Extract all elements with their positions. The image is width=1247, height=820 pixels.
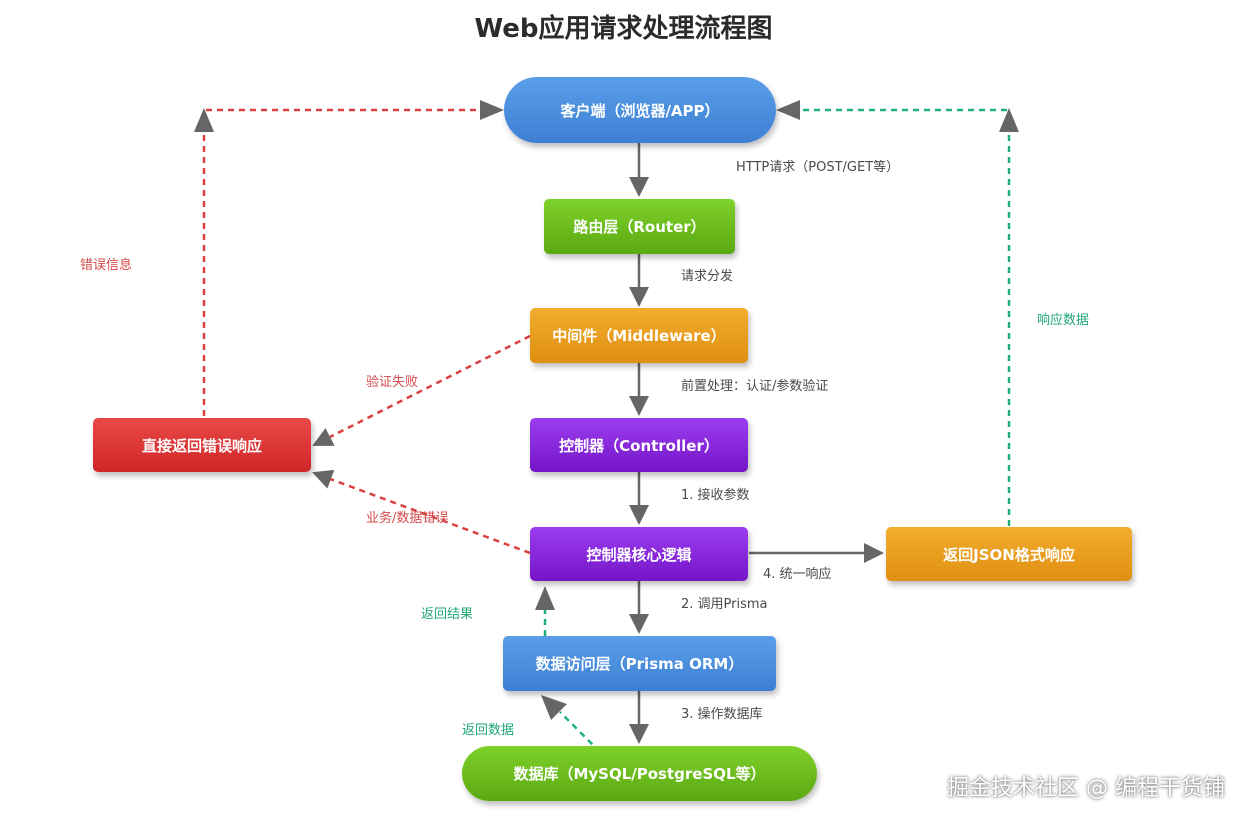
arrow-error-to-client bbox=[202, 108, 500, 416]
arrow-validation-failed bbox=[312, 334, 531, 447]
node-client[interactable]: 客户端（浏览器/APP） bbox=[504, 77, 776, 143]
node-router[interactable]: 路由层（Router） bbox=[544, 199, 735, 254]
label-http-request: HTTP请求（POST/GET等） bbox=[736, 160, 900, 175]
arrow-return-data bbox=[559, 711, 601, 753]
node-core-logic[interactable]: 控制器核心逻辑 bbox=[530, 527, 748, 581]
label-return-result: 返回结果 bbox=[421, 607, 474, 622]
node-data-access[interactable]: 数据访问层（Prisma ORM） bbox=[503, 636, 776, 691]
label-operate-db: 3. 操作数据库 bbox=[681, 707, 763, 722]
label-business-error: 业务/数据错误 bbox=[366, 511, 449, 526]
diagram-title: Web应用请求处理流程图 bbox=[474, 14, 773, 44]
node-database[interactable]: 数据库（MySQL/PostgreSQL等） bbox=[462, 746, 817, 801]
label-error-info: 错误信息 bbox=[80, 258, 133, 273]
arrowhead-error-right bbox=[480, 100, 504, 120]
label-preprocess: 前置处理：认证/参数验证 bbox=[681, 379, 829, 394]
arrowhead-return-data bbox=[541, 695, 567, 720]
arrowhead-error-up bbox=[194, 108, 214, 132]
arrowhead-return-result bbox=[535, 586, 555, 610]
arrowhead-json-left bbox=[776, 100, 800, 120]
arrow-business-error bbox=[312, 469, 531, 555]
label-response-data: 响应数据 bbox=[1037, 313, 1090, 328]
label-call-prisma: 2. 调用Prisma bbox=[681, 597, 768, 612]
label-unified-response: 4. 统一响应 bbox=[763, 567, 832, 582]
label-return-data: 返回数据 bbox=[462, 723, 515, 738]
watermark: 掘金技术社区 @ 编程干货铺 bbox=[947, 776, 1225, 801]
node-error-response[interactable]: 直接返回错误响应 bbox=[93, 418, 311, 472]
node-controller[interactable]: 控制器（Controller） bbox=[530, 418, 748, 472]
label-validation-failed: 验证失败 bbox=[366, 375, 419, 390]
arrowhead-json-up bbox=[999, 108, 1019, 132]
label-receive-params: 1. 接收参数 bbox=[681, 488, 750, 503]
node-json-response[interactable]: 返回JSON格式响应 bbox=[886, 527, 1132, 581]
label-dispatch: 请求分发 bbox=[681, 269, 734, 284]
node-middleware[interactable]: 中间件（Middleware） bbox=[530, 308, 748, 363]
